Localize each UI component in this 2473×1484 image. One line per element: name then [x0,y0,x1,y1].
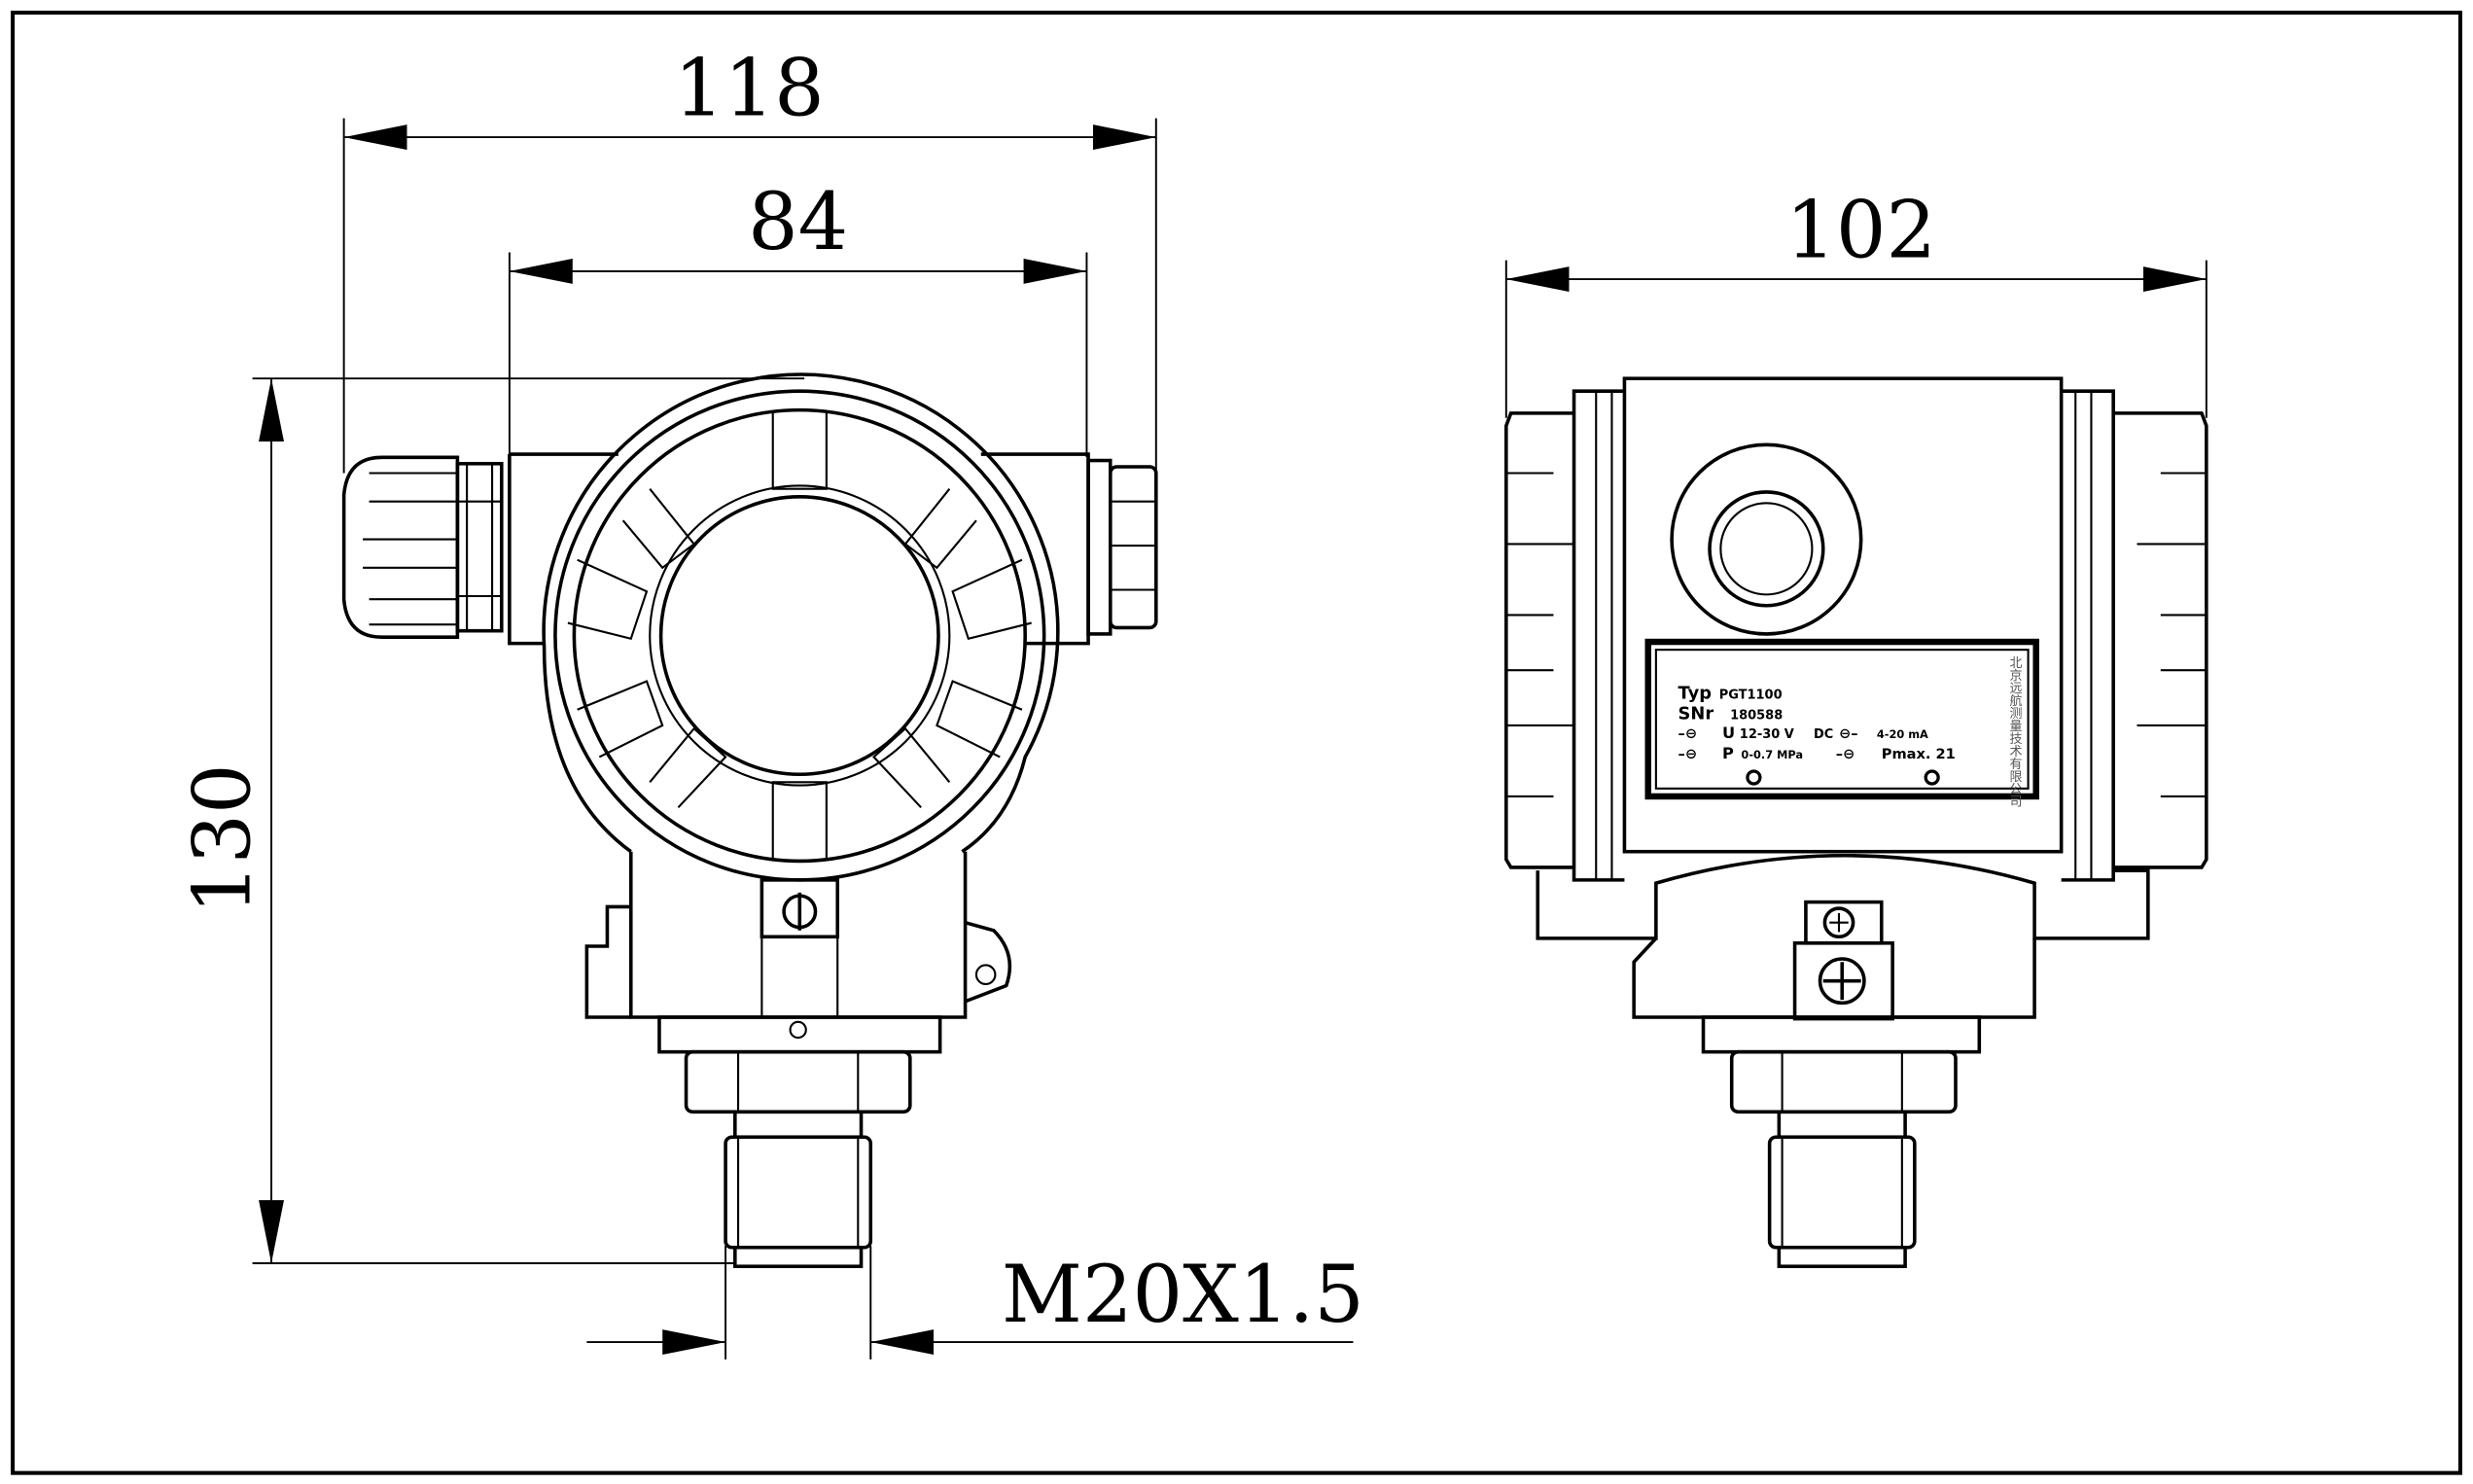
pmax-value: Pmax. 21 [1882,746,1956,762]
dimension-118-label: 118 [674,43,825,134]
serial-value: 180588 [1730,708,1783,723]
pmax-symbol-icon: –⊖ [1836,746,1855,762]
output-value: 4-20 mA [1877,727,1928,741]
dimension-102-label: 102 [1785,185,1936,276]
voltage-type: DC [1814,727,1833,742]
thread-label: M20X1.5 [1002,1250,1364,1341]
dimension-84-label: 84 [748,177,848,268]
side-view: Typ PGT1100 SNr 180588 –⊖ U 12-30 V DC ⊖… [1504,376,2208,1268]
cable-gland-left [341,455,504,639]
manufacturer: 北京远航测量技术有限公司 [2006,656,2021,808]
drawing-border [11,10,2462,1475]
pressure-symbol-icon: –⊖ [1678,746,1698,762]
dimension-118: 118 [342,43,1157,474]
pressure-symbol: P [1722,744,1734,762]
dimension-130-label: 130 [177,763,268,914]
voltage-value: 12-30 V [1740,727,1794,742]
output-symbol-icon: ⊖– [1839,725,1858,742]
cover-ribs [567,412,1032,859]
dimension-130: 130 [177,377,805,1264]
type-label: Typ [1678,683,1712,703]
front-view [341,372,1158,1268]
dimension-102: 102 [1504,185,2208,418]
cable-gland-right [1086,458,1158,636]
input-symbol-icon: –⊖ [1678,725,1698,742]
serial-label: SNr [1678,703,1714,724]
type-value: PGT1100 [1719,688,1783,702]
voltage-symbol: U [1722,724,1735,742]
pressure-range: 0-0.7 MPa [1741,748,1803,761]
dimension-84: 84 [508,177,1088,458]
nameplate: Typ PGT1100 SNr 180588 –⊖ U 12-30 V DC ⊖… [1644,638,2039,808]
dimension-thread: M20X1.5 [586,1246,1364,1360]
